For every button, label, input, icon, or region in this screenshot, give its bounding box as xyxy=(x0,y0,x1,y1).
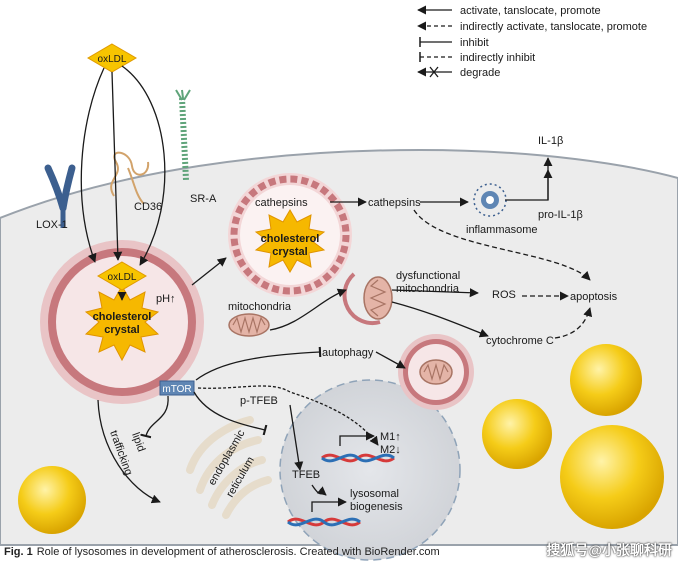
label-pro-il1b: pro-IL-1β xyxy=(538,209,583,221)
label-cholesterol-crystal-2: cholesterol xyxy=(261,233,320,245)
legend: activate, tanslocate, promote indirectly… xyxy=(417,5,647,79)
legend-label-degrade: degrade xyxy=(460,67,500,79)
legend-label-indirect-inhibit: indirectly inhibit xyxy=(460,52,535,64)
lipid-droplet xyxy=(482,399,552,469)
label-lysosomal-biogenesis-line2: biogenesis xyxy=(350,501,403,513)
lipid-droplet xyxy=(570,344,642,416)
label-ros: ROS xyxy=(492,289,516,301)
dysfunctional-mitochondria-icon xyxy=(342,272,393,326)
label-p-tfeb: p-TFEB xyxy=(240,395,278,407)
label-autophagy: autophagy xyxy=(322,347,374,359)
lipid-droplet xyxy=(560,425,664,529)
label-tfeb: TFEB xyxy=(292,469,320,481)
label-cathepsins-released: cathepsins xyxy=(368,197,421,209)
figure-number: Fig. 1 xyxy=(4,546,33,558)
label-lysosomal-biogenesis: lysosomal xyxy=(350,488,399,500)
cd36-receptor-icon xyxy=(110,151,150,205)
dna-icon xyxy=(287,517,361,527)
figure-caption-text: Role of lysosomes in development of athe… xyxy=(36,546,440,558)
lipid-droplet xyxy=(18,466,86,534)
label-dysfunctional-mitochondria-line2: mitochondria xyxy=(396,283,460,295)
nucleus xyxy=(279,379,461,561)
watermark: 搜狐号@小张聊科研 xyxy=(546,542,672,558)
label-cytochrome-c: cytochrome C xyxy=(486,335,554,347)
endoplasmic-reticulum-icon xyxy=(186,416,272,519)
label-lox1: LOX-1 xyxy=(36,219,68,231)
sra-receptor-icon xyxy=(175,89,191,181)
cholesterol-crystal-icon xyxy=(254,209,326,273)
label-mitochondria: mitochondria xyxy=(228,301,292,313)
lox1-receptor-icon xyxy=(44,164,76,228)
label-oxldl-extracellular: oxLDL xyxy=(98,54,127,65)
label-cathepsins-in-lysosome: cathepsins xyxy=(255,197,308,209)
label-oxldl-lysosomal: oxLDL xyxy=(108,272,137,283)
label-il1b: IL-1β xyxy=(538,135,563,147)
mtor-box xyxy=(159,380,195,396)
label-cholesterol-crystal-2-line2: crystal xyxy=(272,246,307,258)
legend-label-inhibit: inhibit xyxy=(460,37,489,49)
legend-label-activate: activate, tanslocate, promote xyxy=(460,5,601,17)
legend-label-indirect-activate: indirectly activate, tanslocate, promote xyxy=(460,21,647,33)
cholesterol-crystal-icon xyxy=(84,284,160,362)
label-inflammasome: inflammasome xyxy=(466,224,538,236)
label-cd36: CD36 xyxy=(134,201,162,213)
label-sra: SR-A xyxy=(190,193,217,205)
label-cholesterol-crystal-line2: crystal xyxy=(104,324,139,336)
oxldl-icon xyxy=(97,261,147,291)
pathway-arrows xyxy=(80,65,593,512)
label-cholesterol-crystal: cholesterol xyxy=(93,311,152,323)
dna-icon xyxy=(321,453,395,463)
label-m2: M2↓ xyxy=(380,444,401,456)
label-mtor: mTOR xyxy=(162,384,191,395)
label-apoptosis: apoptosis xyxy=(570,291,618,303)
mitochondria-icon xyxy=(228,313,270,337)
label-dysfunctional-mitochondria: dysfunctional xyxy=(396,270,460,282)
mitochondria-in-lysosome-icon xyxy=(419,359,453,385)
label-m1: M1↑ xyxy=(380,431,401,443)
label-ph: pH↑ xyxy=(156,293,176,305)
